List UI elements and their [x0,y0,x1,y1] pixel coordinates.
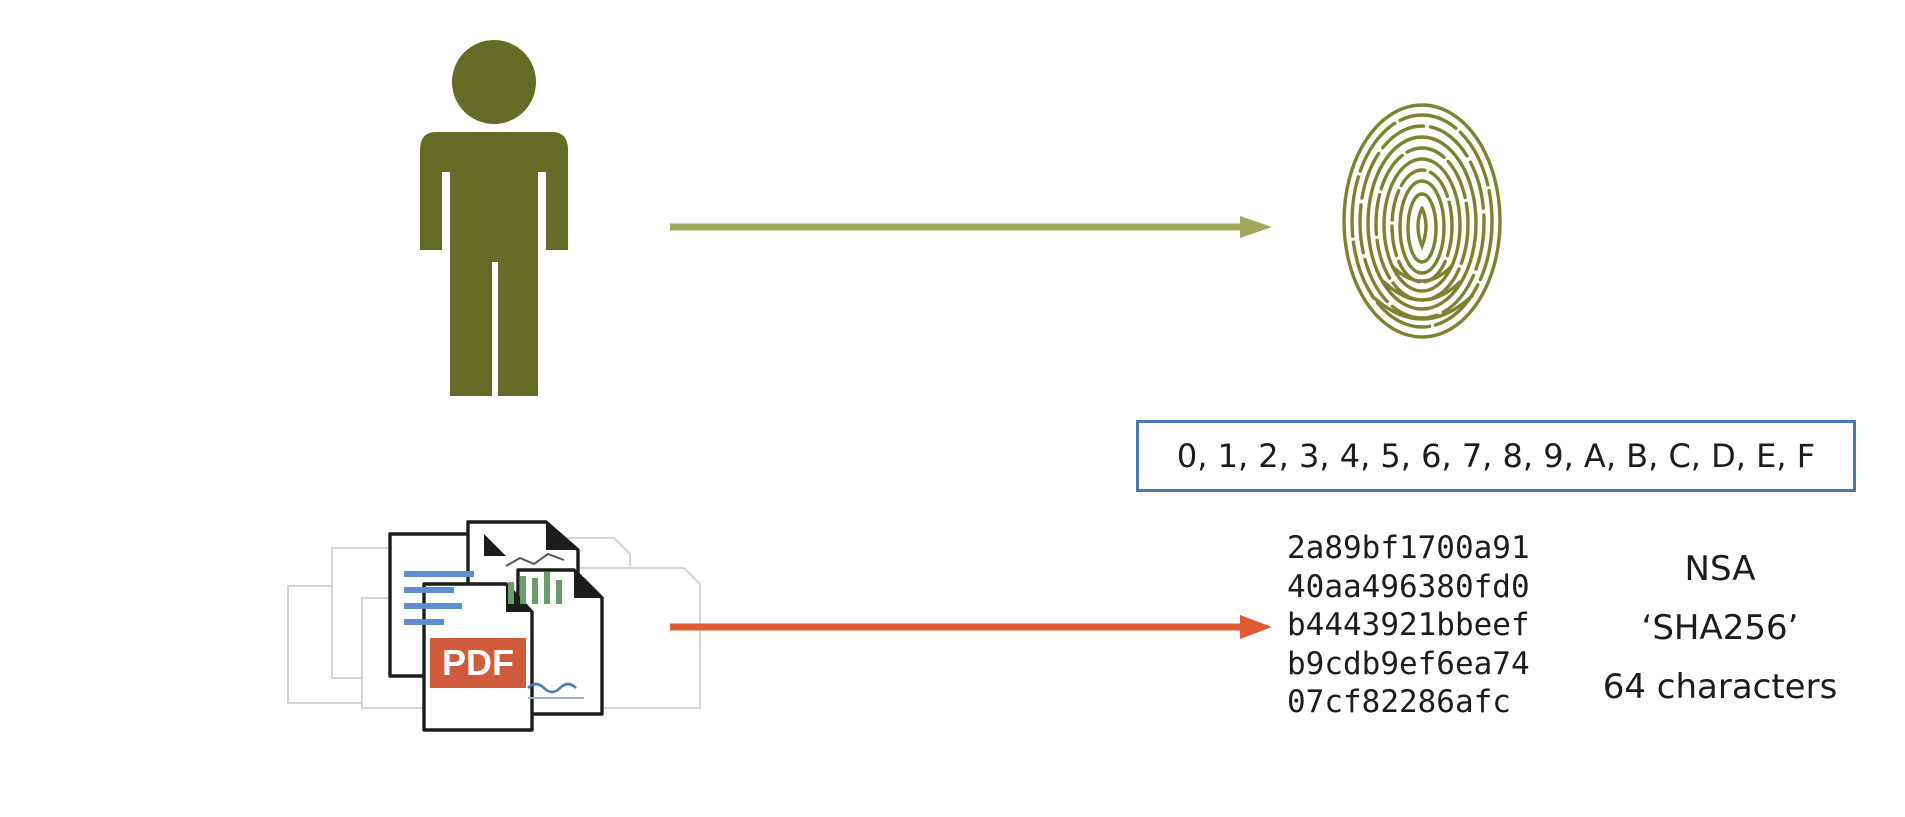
hash-line: b4443921bbeef [1287,607,1530,643]
hash-line: 40aa496380fd0 [1287,568,1530,605]
person-icon [410,40,590,410]
hex-alphabet-text: 0, 1, 2, 3, 4, 5, 6, 7, 8, 9, A, B, C, D… [1176,437,1816,475]
hash-line: b9cdb9ef6ea74 [1287,645,1530,682]
hash-algorithm: ‘SHA256’ [1641,608,1799,648]
hash-length: 64 characters [1602,667,1838,707]
fingerprint-icon [1332,96,1512,346]
hash-line: 07cf82286afc [1287,684,1511,720]
hash-line: 2a89bf1700a91 [1287,530,1530,566]
documents-stack-icon: PDF [284,518,704,736]
hex-alphabet-box: 0, 1, 2, 3, 4, 5, 6, 7, 8, 9, A, B, C, D… [1136,420,1856,492]
arrow-person-to-fingerprint [668,212,1278,242]
hash-agency: NSA [1684,549,1756,589]
hash-output: 2a89bf1700a91 40aa496380fd0 b4443921bbee… [1287,529,1530,722]
pdf-badge-label: PDF [442,642,514,683]
arrow-documents-to-hash [668,612,1278,642]
hash-info: NSA ‘SHA256’ 64 characters [1590,540,1850,717]
